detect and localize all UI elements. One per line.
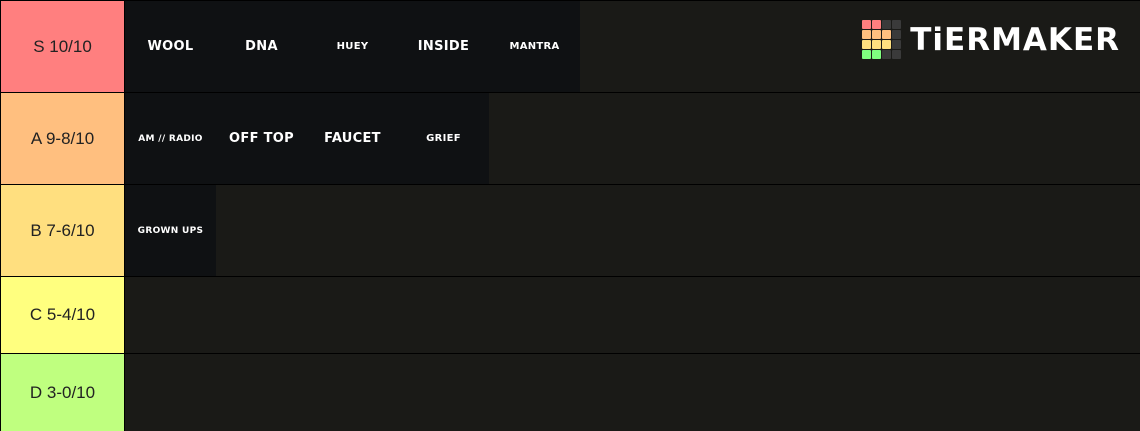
logo-grid-cell bbox=[862, 40, 872, 49]
tier-label-c[interactable]: C 5-4/10 bbox=[0, 276, 124, 353]
tier-item-faucet[interactable]: FAUCET bbox=[307, 93, 398, 184]
tier-row-a: A 9-8/10 AM // RADIO OFF TOP FAUCET GRIE… bbox=[0, 92, 1140, 184]
logo-grid-cell bbox=[882, 20, 892, 29]
tier-row-b: B 7-6/10 GROWN UPS bbox=[0, 184, 1140, 276]
tier-label-a[interactable]: A 9-8/10 bbox=[0, 92, 124, 184]
tier-items-b[interactable]: GROWN UPS bbox=[124, 184, 1140, 276]
tier-item-inside[interactable]: INSIDE bbox=[398, 1, 489, 92]
logo-grid-cell bbox=[892, 50, 902, 59]
tier-label-s[interactable]: S 10/10 bbox=[0, 0, 124, 92]
logo-grid-cell bbox=[882, 50, 892, 59]
tier-items-a[interactable]: AM // RADIO OFF TOP FAUCET GRIEF bbox=[124, 92, 1140, 184]
tier-item-wool[interactable]: WOOL bbox=[125, 1, 216, 92]
tier-label-d[interactable]: D 3-0/10 bbox=[0, 353, 124, 431]
logo-grid-cell bbox=[892, 40, 902, 49]
tier-item-off-top[interactable]: OFF TOP bbox=[216, 93, 307, 184]
tiermaker-logo: TiERMAKER bbox=[862, 20, 1120, 59]
logo-grid-cell bbox=[872, 40, 882, 49]
tier-row-s: S 10/10 WOOL DNA HUEY INSIDE MANTRA TiER… bbox=[0, 0, 1140, 92]
logo-grid-cell bbox=[872, 50, 882, 59]
tier-item-huey[interactable]: HUEY bbox=[307, 1, 398, 92]
logo-grid-cell bbox=[872, 30, 882, 39]
tier-items-d[interactable] bbox=[124, 353, 1140, 431]
logo-grid-cell bbox=[882, 40, 892, 49]
tier-item-am-radio[interactable]: AM // RADIO bbox=[125, 93, 216, 184]
tier-item-grown-ups[interactable]: GROWN UPS bbox=[125, 185, 216, 276]
tier-item-dna[interactable]: DNA bbox=[216, 1, 307, 92]
tiermaker-logo-text: TiERMAKER bbox=[910, 21, 1120, 58]
tier-items-s[interactable]: WOOL DNA HUEY INSIDE MANTRA TiERMAKER bbox=[124, 0, 1140, 92]
tier-row-d: D 3-0/10 bbox=[0, 353, 1140, 431]
tiermaker-grid-icon bbox=[862, 20, 902, 59]
tier-item-grief[interactable]: GRIEF bbox=[398, 93, 489, 184]
tier-item-mantra[interactable]: MANTRA bbox=[489, 1, 580, 92]
tier-row-c: C 5-4/10 bbox=[0, 276, 1140, 353]
logo-grid-cell bbox=[862, 30, 872, 39]
logo-grid-cell bbox=[892, 30, 902, 39]
logo-grid-cell bbox=[862, 20, 872, 29]
logo-grid-cell bbox=[862, 50, 872, 59]
tier-label-b[interactable]: B 7-6/10 bbox=[0, 184, 124, 276]
logo-grid-cell bbox=[892, 20, 902, 29]
logo-grid-cell bbox=[872, 20, 882, 29]
logo-grid-cell bbox=[882, 30, 892, 39]
tier-items-c[interactable] bbox=[124, 276, 1140, 353]
